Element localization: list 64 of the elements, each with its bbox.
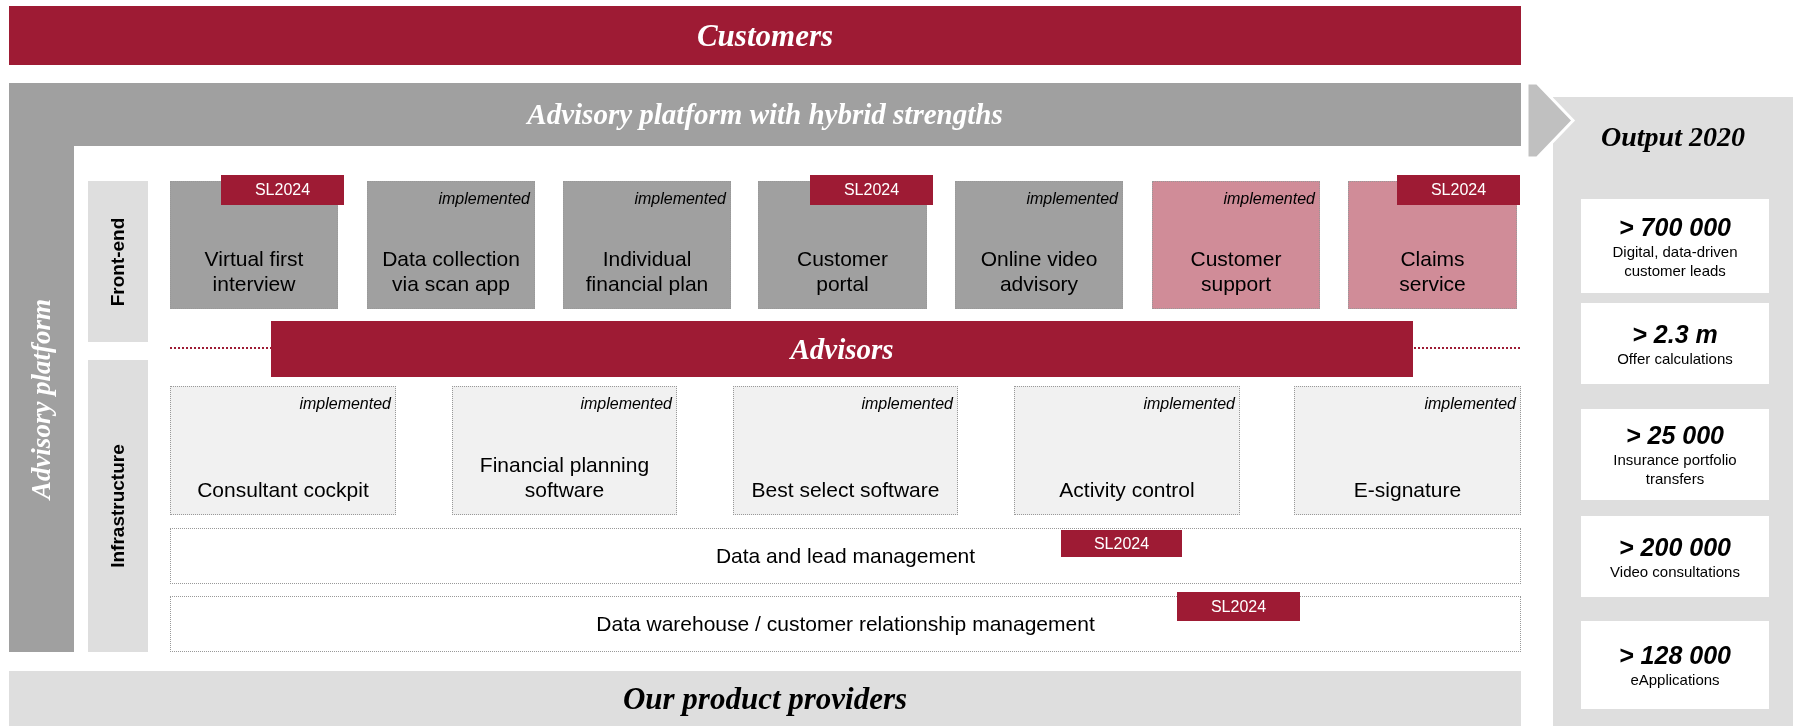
status-label: implemented	[580, 394, 672, 414]
header-band: Customers	[9, 6, 1521, 65]
tile-title: E-signature	[1353, 477, 1462, 502]
tile-title: Individual financial plan	[584, 246, 710, 296]
tile-title: Online video advisory	[979, 246, 1099, 296]
module-tile	[452, 386, 677, 515]
metric-card	[1581, 516, 1769, 597]
tile-title: Customer support	[1189, 246, 1283, 296]
metric-card	[1581, 303, 1769, 384]
platform-frame	[9, 83, 1521, 652]
metric-card	[1581, 199, 1769, 293]
metric-caption: Offer calculations	[1616, 348, 1734, 368]
tile-title: Best select software	[751, 477, 940, 502]
tile-title: Activity control	[1059, 477, 1195, 502]
advisors-bar: Advisors	[271, 321, 1413, 377]
metric-caption: eApplications	[1629, 670, 1721, 689]
status-label: implemented	[299, 394, 391, 414]
section-label: Front-end	[107, 217, 129, 306]
output-panel	[1553, 97, 1793, 726]
metric-value: > 200 000	[1619, 532, 1731, 562]
tile-title: Customer portal	[796, 246, 889, 296]
section-label: Infrastructure	[107, 444, 129, 568]
metric-value: > 2.3 m	[1632, 319, 1718, 349]
status-label: implemented	[438, 189, 530, 209]
module-tile	[1014, 386, 1240, 515]
module-tile	[955, 181, 1123, 309]
status-label: implemented	[1026, 189, 1118, 209]
status-tag: SL2024	[1397, 175, 1520, 205]
module-tile	[367, 181, 535, 309]
metric-caption: Digital, data-driven customer leads	[1611, 241, 1739, 280]
metric-value: > 128 000	[1619, 641, 1731, 670]
tile-title: Consultant cockpit	[197, 477, 369, 502]
tile-title: Claims service	[1398, 246, 1467, 296]
layer-strip: Data and lead management SL2024	[170, 528, 1521, 584]
module-tile	[563, 181, 731, 309]
metric-card	[1581, 621, 1769, 709]
section-band	[88, 181, 148, 342]
module-tile	[733, 386, 958, 515]
panel-heading: Output 2020	[1601, 121, 1745, 153]
metric-caption: Video consultations	[1609, 561, 1741, 581]
metric-value: > 25 000	[1626, 421, 1724, 450]
section-band	[88, 360, 148, 652]
status-tag: SL2024	[221, 175, 344, 205]
module-tile	[170, 386, 396, 515]
status-tag: SL2024	[1177, 592, 1300, 621]
tile-title: Virtual first interview	[203, 246, 305, 296]
status-label: implemented	[634, 189, 726, 209]
status-label: implemented	[1143, 394, 1235, 414]
chevron-arrow	[1525, 81, 1576, 160]
status-label: implemented	[1223, 189, 1315, 209]
status-label: implemented	[861, 394, 953, 414]
metric-card	[1581, 409, 1769, 500]
platform-heading: Advisory platform with hybrid strengths	[527, 97, 1003, 131]
metric-caption: Insurance portfolio transfers	[1612, 450, 1738, 488]
module-tile	[1152, 181, 1320, 309]
status-tag: SL2024	[1061, 530, 1182, 557]
status-label: implemented	[1424, 394, 1516, 414]
footer-band: Our product providers	[9, 671, 1521, 726]
module-tile	[1294, 386, 1521, 515]
tile-title: Financial planning software	[478, 452, 651, 502]
platform-side-title: Advisory platform	[25, 298, 57, 500]
metric-value: > 700 000	[1619, 212, 1731, 242]
tile-title: Data collection via scan app	[381, 246, 521, 296]
status-tag: SL2024	[810, 175, 933, 205]
